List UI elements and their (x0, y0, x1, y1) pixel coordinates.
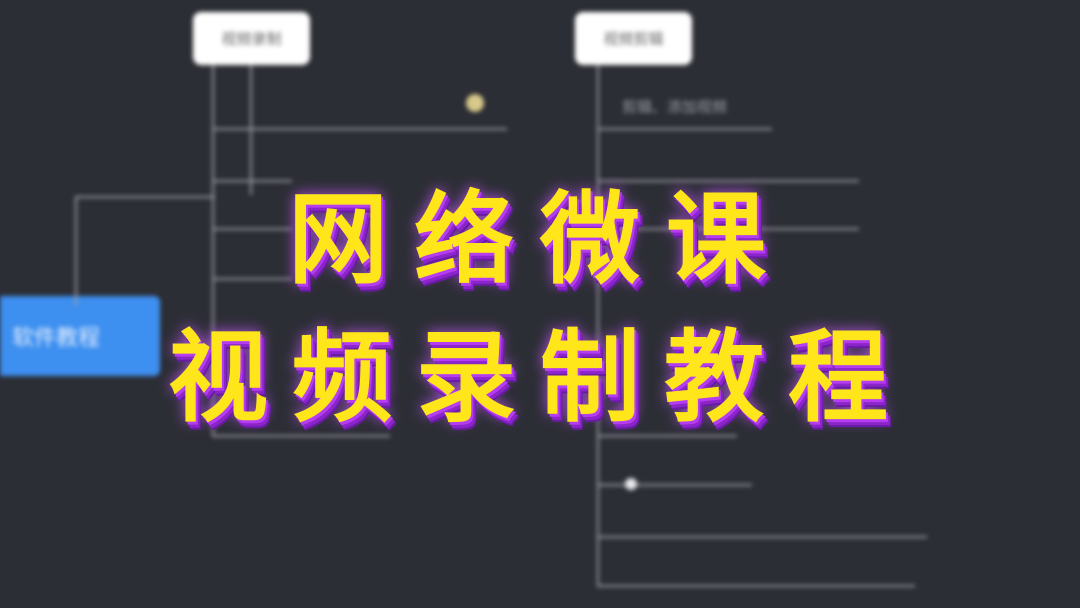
connector (597, 585, 915, 587)
connector (75, 196, 77, 306)
connector (597, 484, 752, 486)
connector (597, 65, 599, 585)
list-item: 剪辑、添加视频 (622, 98, 728, 116)
title-line-2: 视频录制教程 (168, 319, 912, 436)
connector (597, 128, 772, 130)
connector (75, 196, 215, 198)
connector (597, 180, 859, 182)
collapse-dot-icon[interactable] (625, 478, 637, 490)
connector (212, 180, 292, 182)
node-video-recording[interactable]: 视频录制 (193, 12, 310, 65)
connector (597, 536, 927, 538)
connector (597, 435, 737, 437)
connector (212, 278, 292, 280)
connector (212, 435, 390, 437)
emoji-icon (466, 94, 484, 112)
connector (250, 65, 252, 195)
connector (597, 228, 859, 230)
connector (212, 65, 214, 437)
connector (212, 228, 292, 230)
root-node-software-tutorial[interactable]: 软件教程 (0, 296, 160, 376)
connector (212, 128, 507, 130)
node-video-editing[interactable]: 视频剪辑 (575, 12, 692, 65)
title-line-1: 网络微课 (288, 181, 792, 298)
